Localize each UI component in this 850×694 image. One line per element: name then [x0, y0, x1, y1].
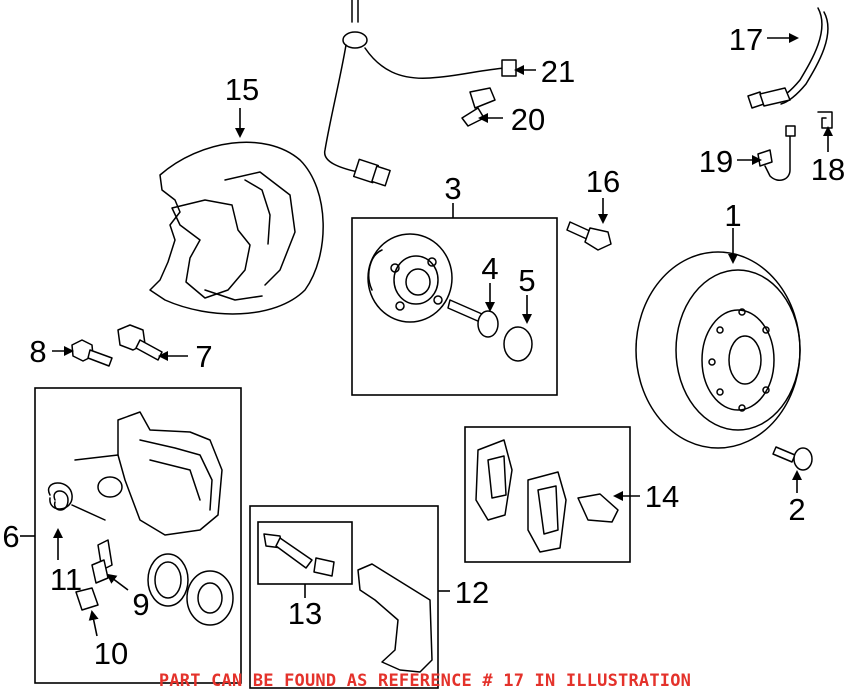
- caliper-part: [74, 411, 223, 536]
- brake-line-part: [757, 125, 796, 181]
- caliper-spring-part: [47, 482, 106, 521]
- piston-seal-inner: [154, 561, 182, 599]
- carrier-group-box: [249, 505, 439, 689]
- callout-7: 7: [195, 339, 212, 374]
- callout-5: 5: [518, 263, 535, 298]
- callout-6: 6: [2, 519, 19, 554]
- leader-9: [106, 573, 129, 591]
- guide-pin-group-box: [257, 521, 353, 585]
- callout-16: 16: [586, 164, 620, 199]
- callout-18: 18: [811, 152, 845, 187]
- callout-2: 2: [788, 492, 805, 527]
- callout-1: 1: [724, 198, 741, 233]
- mounting-bolt-16-part: [566, 221, 612, 251]
- guide-pin-part: [263, 533, 335, 577]
- hose-clip-part: [817, 111, 833, 129]
- bolt-8-part: [71, 339, 113, 367]
- leader-10: [88, 610, 99, 637]
- bleeder-cap-part: [75, 587, 99, 611]
- callout-13: 13: [288, 596, 322, 631]
- reference-notice: PART CAN BE FOUND AS REFERENCE # 17 IN I…: [158, 671, 692, 691]
- callout-10: 10: [94, 636, 128, 671]
- callout-20: 20: [511, 102, 545, 137]
- bleeder-screw-part: [91, 539, 113, 584]
- piston-part: [186, 570, 234, 626]
- wheel-hub-part: [367, 233, 453, 323]
- hub-group-box: [351, 217, 558, 396]
- callout-19: 19: [699, 144, 733, 179]
- bolt-7-part: [117, 324, 163, 361]
- pad-group-box: [464, 426, 631, 563]
- piston-seal-part: [147, 553, 189, 607]
- callout-15: 15: [225, 72, 259, 107]
- callout-21: 21: [541, 54, 575, 89]
- grease-cap-part: [503, 326, 533, 362]
- callout-4: 4: [481, 251, 498, 286]
- callout-3: 3: [444, 171, 461, 206]
- callout-8: 8: [29, 334, 46, 369]
- callout-14: 14: [645, 479, 679, 514]
- hub-bolt-part: [447, 299, 499, 338]
- abs-sensor-wire-part: [324, 0, 517, 187]
- callout-11: 11: [50, 562, 82, 597]
- brake-hose-part: [747, 7, 829, 109]
- callout-12: 12: [455, 575, 489, 610]
- brake-pad-part: [475, 439, 619, 553]
- brake-rotor-part: [635, 251, 801, 449]
- caliper-carrier-part: [357, 563, 433, 673]
- dust-shield-part: [149, 141, 324, 315]
- wheel-stud-part: [772, 446, 813, 471]
- callout-9: 9: [132, 587, 149, 622]
- callout-17: 17: [729, 22, 763, 57]
